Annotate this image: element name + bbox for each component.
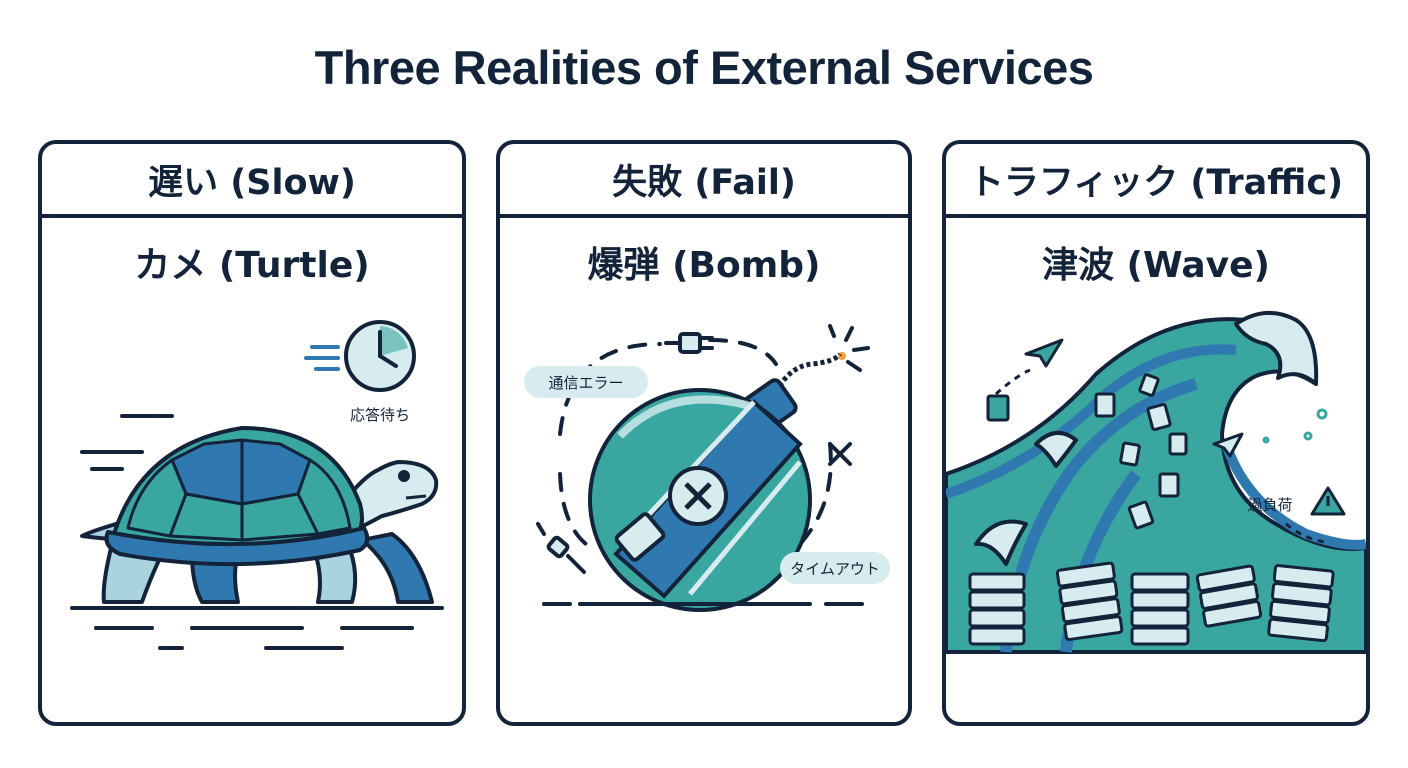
card-slow: 遅い (Slow) カメ (Turtle) 応答待ち [38,140,466,726]
ground-lines [70,606,444,650]
spray-dots [1262,408,1328,444]
turtle-icon [80,426,439,604]
waiting-label: 応答待ち [350,406,410,424]
card-traffic: トラフィック (Traffic) 津波 (Wave) [942,140,1370,726]
clock-icon [344,320,416,392]
speed-lines [80,345,340,471]
network-error-badge: 通信エラー [524,366,648,398]
warning-icon [1310,486,1346,516]
card-fail-header: 失敗 (Fail) [500,144,908,218]
card-fail: 失敗 (Fail) 爆弾 (Bomb) 通信エラー [496,140,912,726]
spark-icon [828,324,870,372]
document-icons [986,373,1188,530]
turtle-illustration: 応答待ち [70,320,444,650]
card-traffic-header: トラフィック (Traffic) [946,144,1366,218]
overload-label: 過負荷 [1247,496,1292,514]
page-title: Three Realities of External Services [314,41,1094,94]
card-traffic-subtitle: 津波 (Wave) [1041,245,1271,286]
bomb-icon [588,378,812,612]
card-slow-header: 遅い (Slow) [42,144,462,218]
x-mark-icon [828,442,852,466]
server-rack-icons [968,561,1335,646]
plug-icon-broken [536,522,586,574]
timeout-badge: タイムアウト [780,552,890,584]
card-fail-subtitle: 爆弾 (Bomb) [587,245,821,286]
svg-text:タイムアウト: タイムアウト [790,560,880,578]
card-slow-subtitle: カメ (Turtle) [134,245,370,286]
wave-illustration: 過負荷 [946,310,1366,654]
bomb-illustration: 通信エラー [524,324,890,612]
plug-icon [664,332,714,354]
svg-text:通信エラー: 通信エラー [548,374,623,392]
paper-plane-icon [1024,338,1244,458]
